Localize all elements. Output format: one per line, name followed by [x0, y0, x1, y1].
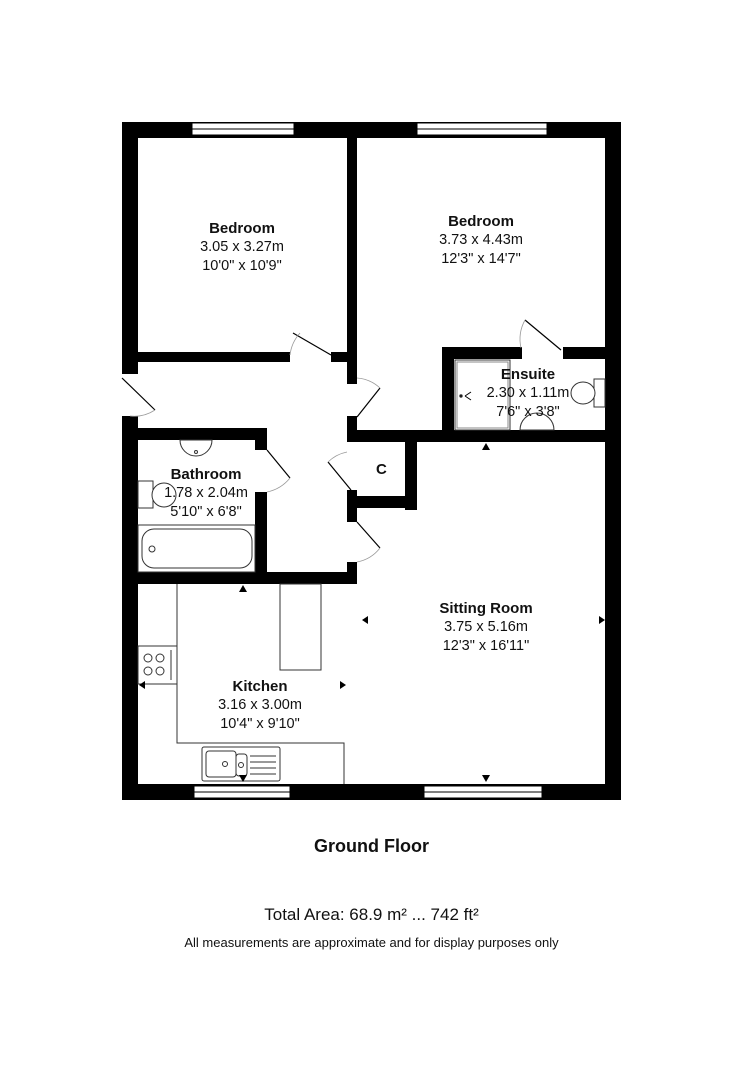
ensuite-fixtures — [454, 359, 606, 431]
windows — [191, 122, 548, 799]
room-metric: 3.05 x 3.27m — [200, 239, 284, 255]
dimension-arrows — [139, 443, 605, 782]
room-label-kitchen: Kitchen 3.16 x 3.00m 10'4" x 9'10" — [218, 677, 302, 734]
room-label-ensuite: Ensuite 2.30 x 1.11m 7'6" x 3'8" — [487, 365, 570, 422]
room-label-bedroom-2: Bedroom 3.73 x 4.43m 12'3" x 14'7" — [439, 212, 523, 269]
room-label-bedroom-1: Bedroom 3.05 x 3.27m 10'0" x 10'9" — [200, 219, 284, 276]
bathroom-fixtures — [137, 439, 256, 573]
room-imperial: 10'4" x 9'10" — [220, 716, 300, 732]
room-imperial: 5'10" x 6'8" — [170, 504, 242, 520]
total-area: Total Area: 68.9 m² ... 742 ft² — [264, 905, 479, 924]
room-metric: 2.30 x 1.11m — [486, 385, 570, 401]
room-name: Bathroom — [170, 466, 242, 483]
room-label-cupboard: C — [376, 461, 387, 478]
room-imperial: 10'0" x 10'9" — [202, 258, 282, 274]
room-name: Ensuite — [500, 366, 556, 383]
kitchen-fixtures — [137, 583, 345, 784]
room-imperial: 12'3" x 16'11" — [442, 638, 530, 654]
interior-walls — [122, 122, 605, 584]
doors — [121, 319, 562, 563]
room-imperial: 7'6" x 3'8" — [496, 404, 560, 420]
room-label-sitting-room: Sitting Room 3.75 x 5.16m 12'3" x 16'11" — [439, 599, 532, 656]
room-name: Sitting Room — [439, 600, 533, 617]
room-metric: 3.75 x 5.16m — [444, 619, 528, 635]
room-imperial: 12'3" x 14'7" — [441, 251, 521, 267]
room-name: Bedroom — [448, 213, 514, 230]
outer-walls — [122, 122, 621, 800]
disclaimer: All measurements are approximate and for… — [184, 935, 559, 950]
room-label-bathroom: Bathroom 1.78 x 2.04m 5'10" x 6'8" — [164, 465, 248, 522]
room-name: Kitchen — [232, 678, 288, 695]
room-metric: 1.78 x 2.04m — [164, 485, 248, 501]
room-metric: 3.16 x 3.00m — [218, 697, 302, 713]
room-metric: 3.73 x 4.43m — [439, 232, 523, 248]
floor-title: Ground Floor — [314, 836, 429, 856]
room-name: Bedroom — [209, 220, 275, 237]
